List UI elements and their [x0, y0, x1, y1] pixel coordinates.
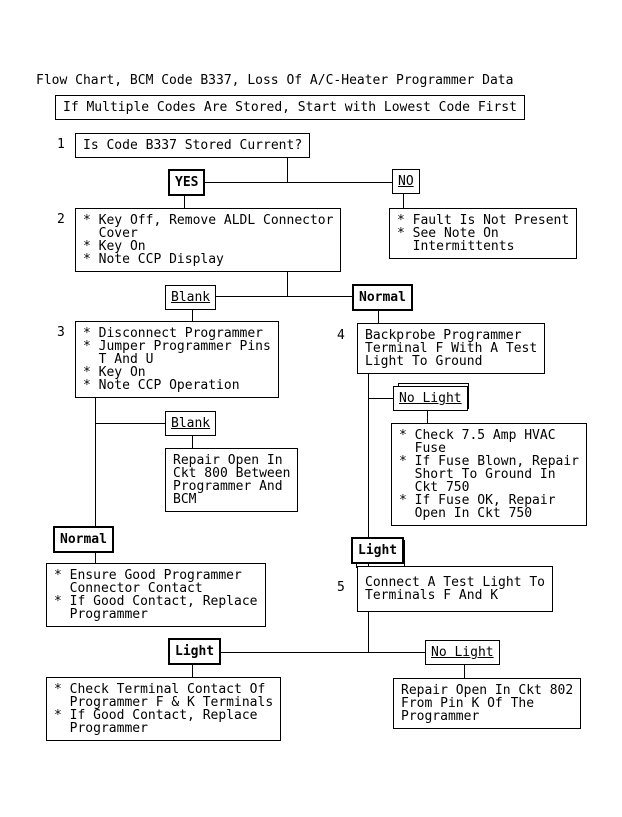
connector	[287, 157, 288, 183]
ensure-contact-box: * Ensure Good Programmer Connector Conta…	[46, 563, 266, 627]
label-blank-1: Blank	[165, 285, 217, 310]
connector	[210, 296, 358, 297]
note-box: If Multiple Codes Are Stored, Start with…	[55, 95, 525, 120]
step-number-4: 4	[337, 328, 345, 343]
label-normal-1: Normal	[352, 284, 413, 311]
step1-box: Is Code B337 Stored Current?	[75, 133, 311, 158]
repair-ckt-802-box: Repair Open In Ckt 802 From Pin K Of The…	[393, 678, 582, 729]
label-light-2: Light	[168, 638, 222, 665]
step-number-5: 5	[337, 580, 345, 595]
connector	[95, 423, 173, 424]
label-yes: YES	[168, 169, 206, 196]
connector	[95, 548, 96, 564]
check-fuse-box: * Check 7.5 Amp HVAC Fuse * If Fuse Blow…	[391, 423, 588, 526]
step-number-1: 1	[57, 137, 65, 152]
label-light-1: Light	[351, 537, 405, 564]
step3-box: * Disconnect Programmer * Jumper Program…	[75, 321, 279, 398]
connector	[464, 661, 465, 679]
label-no-light-2: No Light	[425, 640, 500, 665]
connector	[184, 193, 185, 209]
check-terminal-box: * Check Terminal Contact Of Programmer F…	[46, 677, 282, 741]
fault-not-present-box: * Fault Is Not Present * See Note On Int…	[389, 208, 578, 259]
label-no: NO	[392, 169, 420, 194]
connector	[368, 612, 369, 653]
connector	[427, 407, 428, 424]
connector	[192, 432, 193, 449]
connector	[368, 560, 369, 568]
step-number-3: 3	[57, 325, 65, 340]
connector	[210, 652, 430, 653]
repair-ckt-800-box: Repair Open In Ckt 800 Between Programme…	[165, 448, 299, 512]
label-no-light-1: No Light	[393, 386, 468, 411]
connector	[378, 307, 379, 324]
label-normal-2: Normal	[53, 526, 114, 553]
connector	[287, 269, 288, 296]
label-blank-2: Blank	[165, 411, 217, 436]
step5-box: Connect A Test Light To Terminals F And …	[357, 566, 554, 612]
connector	[195, 182, 400, 183]
connector	[192, 306, 193, 322]
step-number-2: 2	[57, 212, 65, 227]
connector	[368, 371, 369, 538]
connector	[403, 190, 404, 209]
step2-box: * Key Off, Remove ALDL Connector Cover *…	[75, 208, 342, 272]
connector	[192, 661, 193, 678]
connector	[368, 398, 398, 399]
connector	[95, 395, 96, 528]
step4-box: Backprobe Programmer Terminal F With A T…	[357, 323, 546, 374]
page-title: Flow Chart, BCM Code B337, Loss Of A/C-H…	[36, 73, 514, 88]
